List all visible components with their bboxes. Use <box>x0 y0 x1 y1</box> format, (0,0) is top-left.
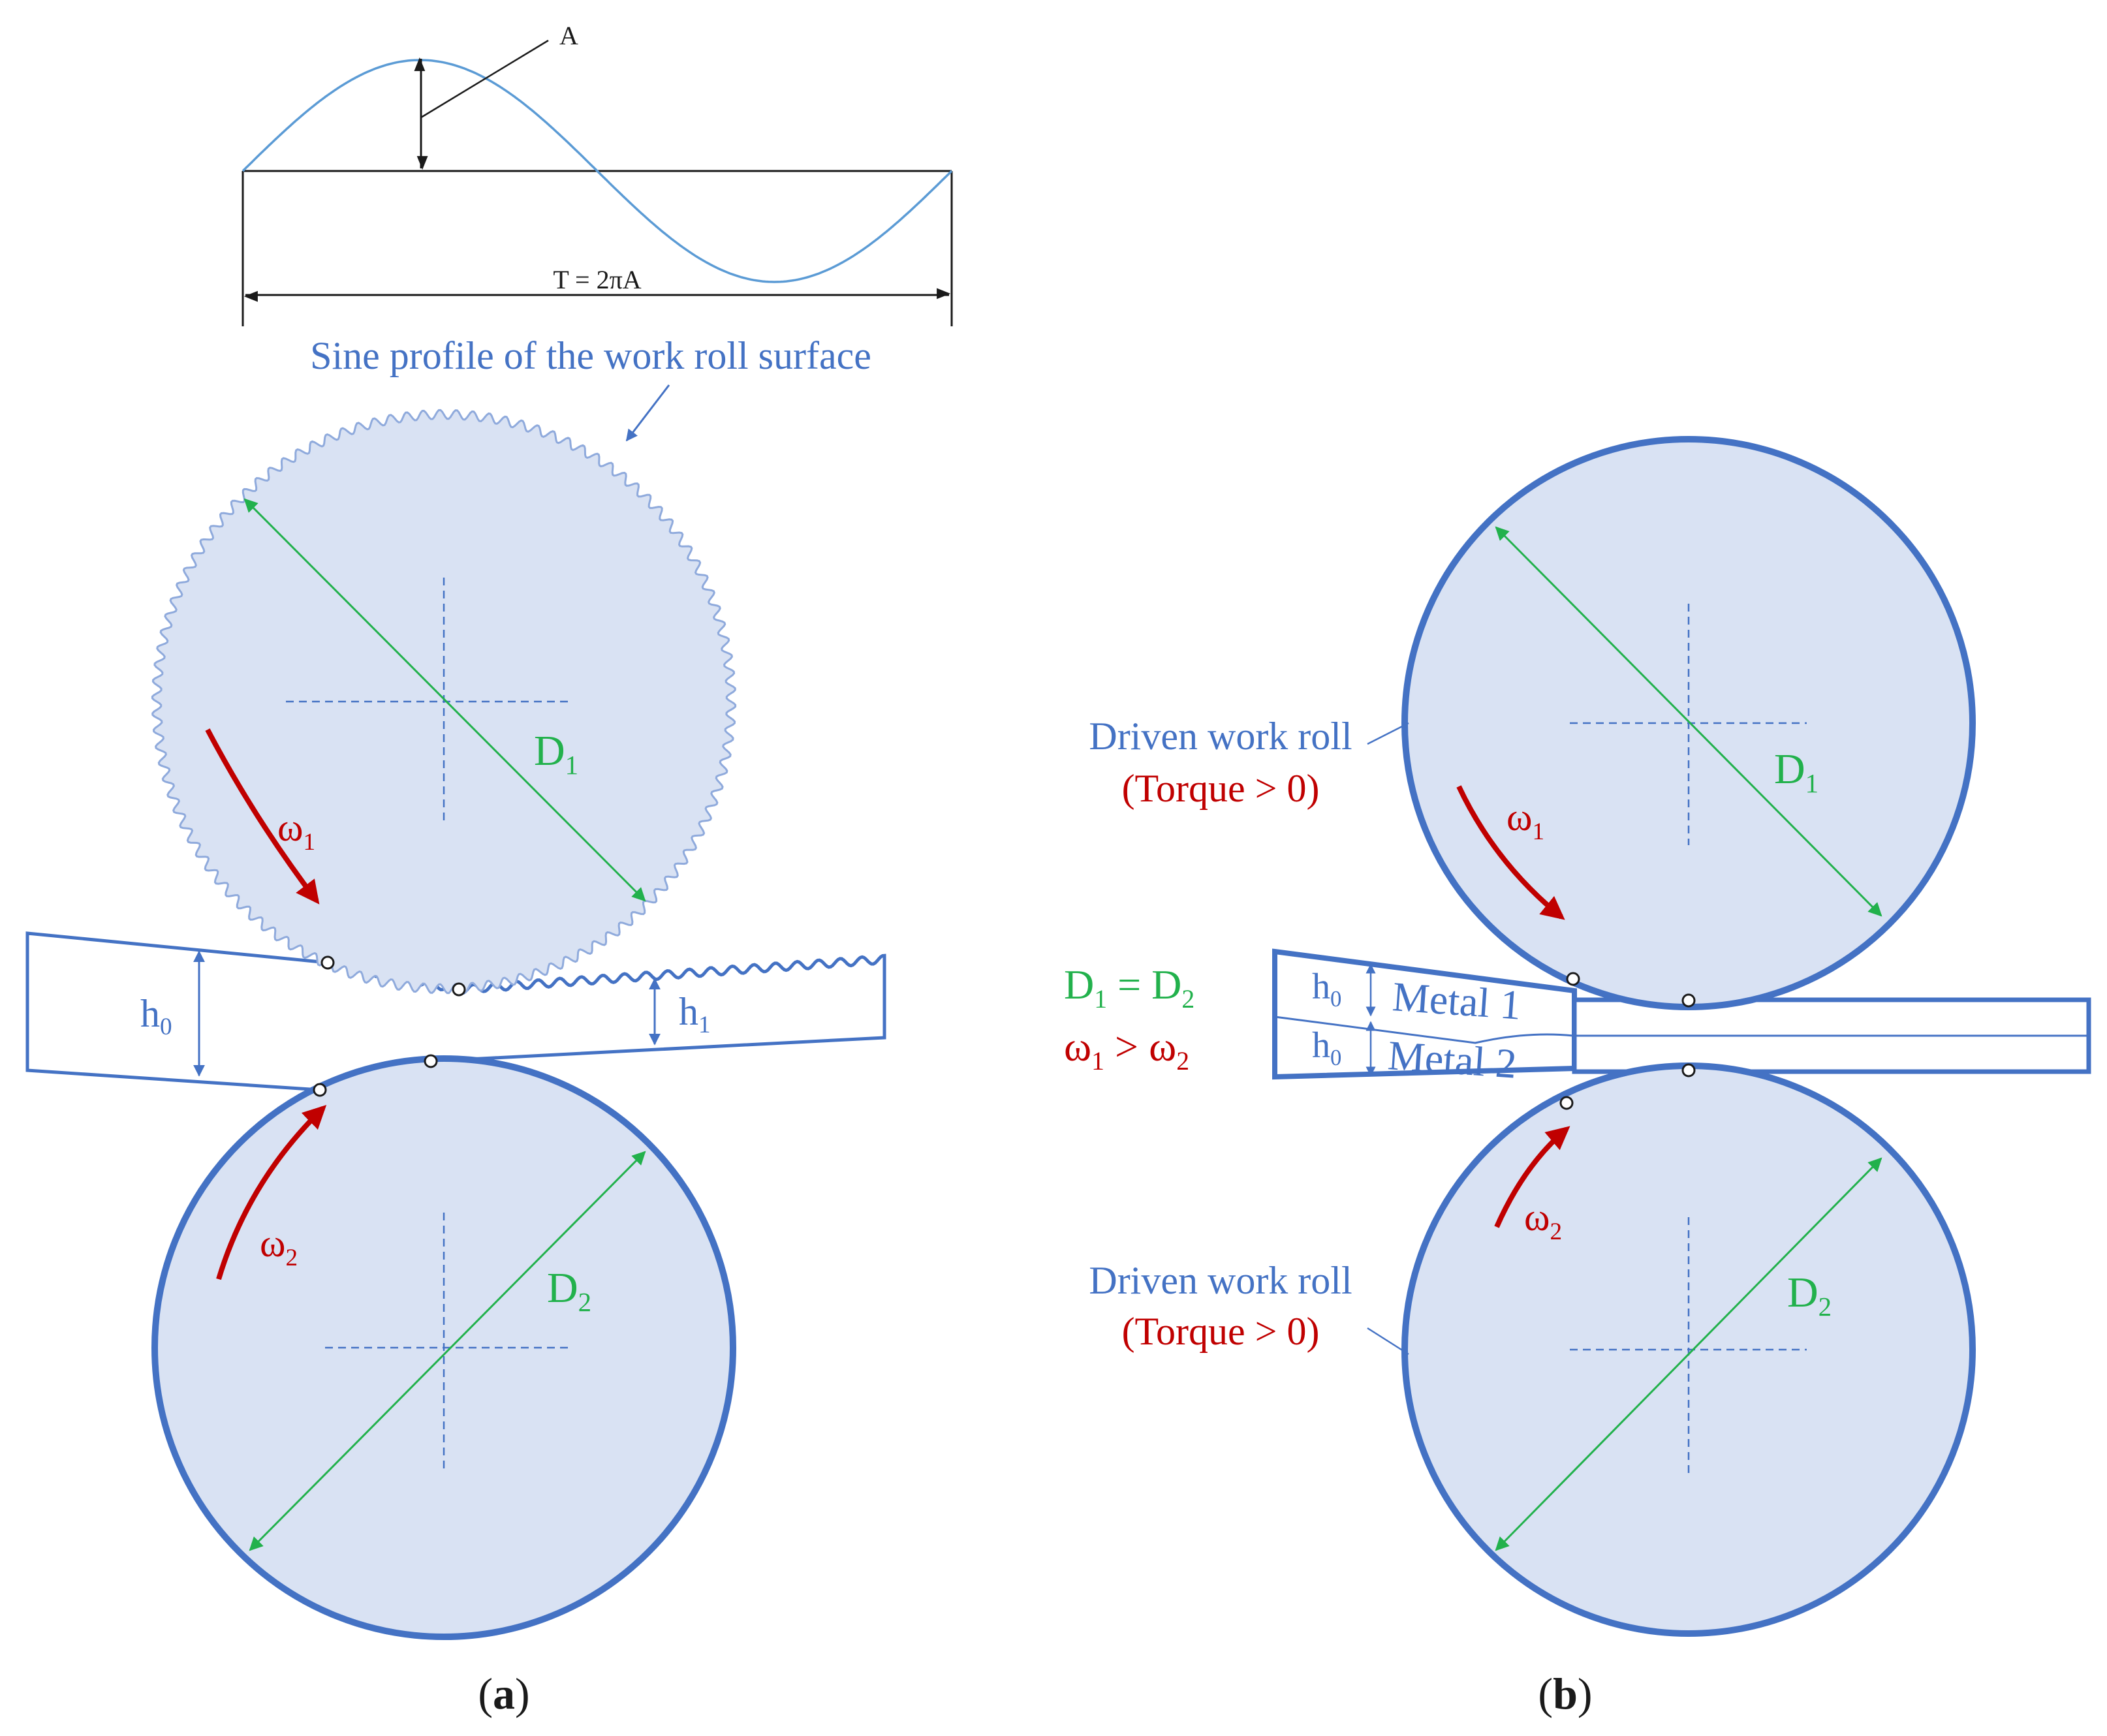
bottom-roll-b-omega-label: ω2 <box>1524 1196 1562 1245</box>
sine-profile-label: Sine profile of the work roll surface <box>310 334 871 377</box>
bottom-roll-a-rotation-arrow <box>216 1104 327 1280</box>
top-roll-b-label-leader <box>1367 722 1409 745</box>
caption-a: (a) <box>478 1669 529 1718</box>
strip-b-interface <box>1274 1015 2089 1044</box>
equal-diameters-label: D1 = D2 <box>1064 961 1194 1014</box>
contact-points-b <box>1559 972 1696 1110</box>
bottom-roll-b-diameter-label: D2 <box>1787 1269 1832 1322</box>
top-roll-b-omega-label: ω1 <box>1506 796 1544 845</box>
h0-label-metal2: h0 <box>1312 1025 1341 1070</box>
top-roll-b-diameter-label: D1 <box>1774 745 1818 798</box>
top-roll-b-label-line2: (Torque > 0) <box>1122 767 1320 810</box>
top-roll-b-diameter-arrow <box>1495 526 1882 917</box>
panel-a: A T = 2πA Sine profile of the work roll … <box>25 21 953 1718</box>
bottom-roll-b-rotation-arrow <box>1494 1126 1570 1228</box>
bottom-roll-b-label-leader <box>1367 1327 1409 1356</box>
bottom-roll-b-label-line2: (Torque > 0) <box>1122 1310 1320 1353</box>
top-roll-a-diameter-arrow <box>243 498 646 902</box>
h0-label-a: h0 <box>140 992 172 1040</box>
metal1-label: Metal 1 <box>1391 973 1523 1029</box>
top-roll-a-omega-label: ω1 <box>277 806 315 856</box>
sine-wave <box>242 59 953 283</box>
caption-b: (b) <box>1538 1669 1592 1718</box>
period-label: T = 2πA <box>553 265 641 294</box>
top-roll-b-rotation-arrow <box>1456 785 1565 920</box>
sine-inset: A T = 2πA <box>242 21 953 326</box>
amplitude-label: A <box>559 21 578 50</box>
top-roll-a-diameter-label: D1 <box>534 727 578 780</box>
bottom-roll-b-diameter-arrow <box>1495 1157 1882 1551</box>
bottom-roll-a-diameter-arrow <box>249 1151 646 1551</box>
metal2-label: Metal 2 <box>1386 1032 1518 1087</box>
h1-label-a: h1 <box>679 990 711 1038</box>
h0-label-metal1: h0 <box>1312 967 1341 1012</box>
top-roll-a-rotation-arrow <box>205 728 320 905</box>
amplitude-leader <box>420 39 549 119</box>
bottom-roll-a-diameter-label: D2 <box>547 1264 591 1317</box>
panel-b: D1 ω1 D2 ω2 Driven work roll (Torque > 0… <box>1064 436 2091 1718</box>
speed-relation-label: ω1 > ω2 <box>1064 1023 1189 1076</box>
top-roll-b-label-line1: Driven work roll <box>1089 715 1352 758</box>
sine-profile-leader <box>625 384 670 442</box>
bottom-roll-b-label-line1: Driven work roll <box>1089 1259 1352 1302</box>
bottom-roll-a-omega-label: ω2 <box>260 1222 298 1271</box>
contact-points-a <box>313 955 466 1097</box>
